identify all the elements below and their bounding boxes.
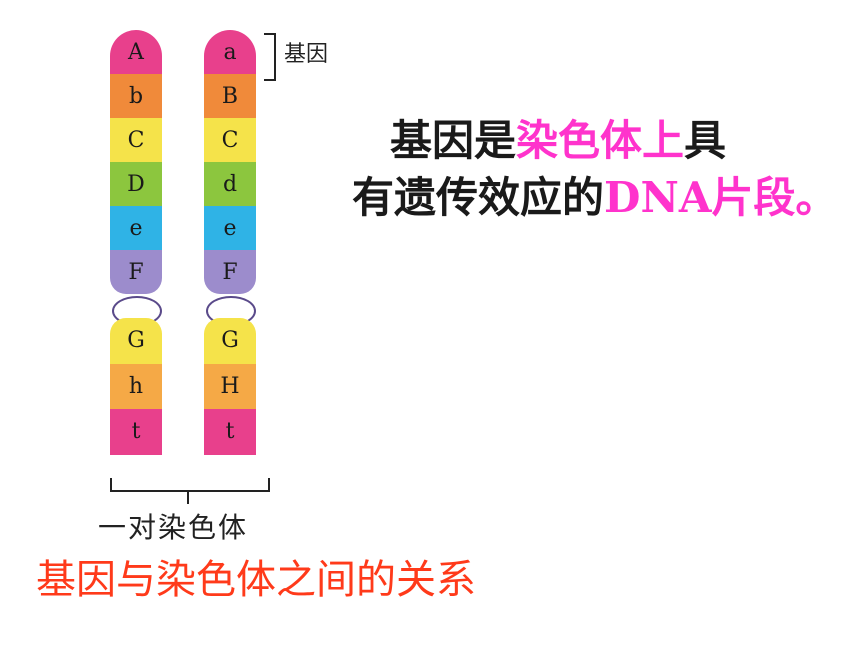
statement-highlight-dna: DNA片段。 bbox=[604, 173, 838, 222]
slide-title: 基因与染色体之间的关系 bbox=[36, 557, 476, 603]
gene-band-d: d bbox=[204, 162, 256, 206]
gene-band-A: A bbox=[110, 30, 162, 74]
gene-band-F: F bbox=[110, 250, 162, 294]
gene-band-h: h bbox=[110, 363, 162, 409]
gene-band-G: G bbox=[110, 318, 162, 364]
statement-highlight-chromosome: 染色体上 bbox=[516, 116, 685, 165]
gene-band-F: F bbox=[204, 250, 256, 294]
statement-line-1: 基因是染色体上具 bbox=[390, 120, 726, 162]
statement-text: 基因是 bbox=[390, 116, 517, 165]
gene-band-C: C bbox=[110, 118, 162, 162]
gene-label: 基因 bbox=[284, 42, 329, 67]
gene-band-B: B bbox=[204, 74, 256, 118]
chromosome-pair-bracket bbox=[110, 478, 270, 492]
gene-band-t: t bbox=[204, 409, 256, 455]
gene-bracket bbox=[264, 33, 276, 81]
gene-band-e: e bbox=[204, 206, 256, 250]
statement-text: 具 bbox=[684, 116, 727, 165]
statement-line-2: 有遗传效应的DNA片段。 bbox=[352, 177, 837, 219]
gene-band-C: C bbox=[204, 118, 256, 162]
statement-text: 有遗传效应的 bbox=[352, 173, 605, 222]
gene-band-H: H bbox=[204, 363, 256, 409]
gene-band-a: a bbox=[204, 30, 256, 74]
gene-band-G: G bbox=[204, 318, 256, 364]
chromosome-pair-label: 一对染色体 bbox=[98, 511, 249, 544]
gene-band-D: D bbox=[110, 162, 162, 206]
gene-band-b: b bbox=[110, 74, 162, 118]
gene-band-t: t bbox=[110, 409, 162, 455]
chromosome-pair-bracket-tick bbox=[187, 490, 189, 504]
gene-band-e: e bbox=[110, 206, 162, 250]
